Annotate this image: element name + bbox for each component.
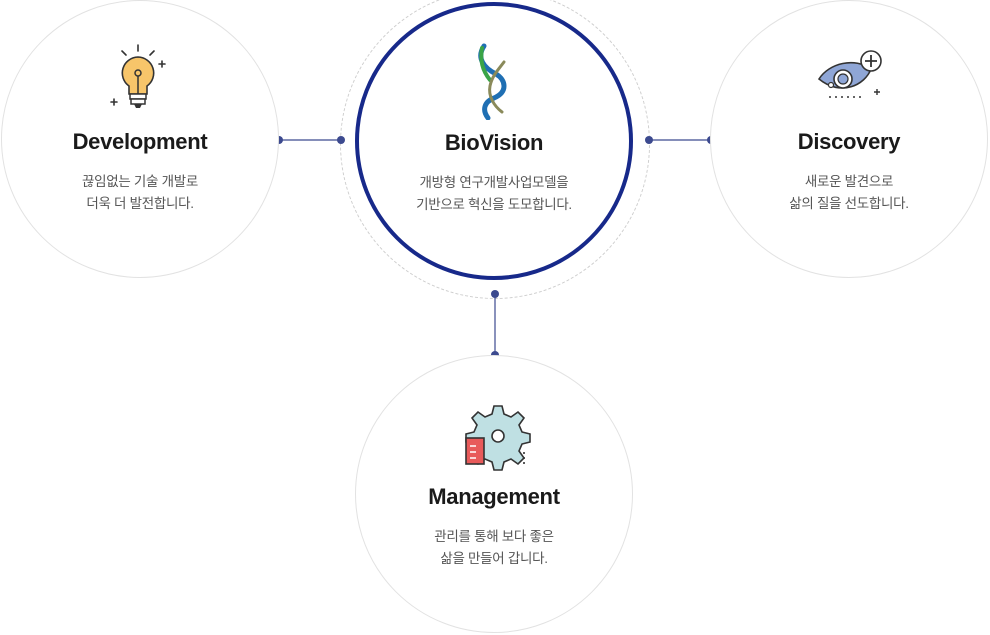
development-card: Development 끊임없는 기술 개발로 더욱 더 발전합니다.	[1, 0, 279, 278]
discovery-card: Discovery 새로운 발견으로 삶의 질을 선도합니다.	[710, 0, 988, 278]
biovision-title: BioVision	[444, 130, 544, 155]
biovision-card: BioVision 개방형 연구개발사업모델을 기반으로 혁신을 도모합니다.	[355, 2, 633, 280]
management-title: Management	[428, 484, 560, 509]
discovery-title: Discovery	[797, 129, 901, 154]
eye-discovery-icon	[817, 50, 882, 98]
development-description: 끊임없는 기술 개발로 더욱 더 발전합니다.	[82, 174, 198, 211]
management-card: Management 관리를 통해 보다 좋은 삶을 만들어 갑니다.	[355, 355, 633, 633]
dna-logo-icon	[478, 43, 507, 120]
management-description: 관리를 통해 보다 좋은 삶을 만들어 갑니다.	[434, 529, 554, 566]
biovision-description: 개방형 연구개발사업모델을 기반으로 혁신을 도모합니다.	[416, 175, 572, 212]
development-title: Development	[72, 129, 208, 154]
discovery-description: 새로운 발견으로 삶의 질을 선도합니다.	[789, 174, 909, 211]
gear-management-icon	[465, 405, 531, 471]
lightbulb-icon	[110, 44, 166, 108]
